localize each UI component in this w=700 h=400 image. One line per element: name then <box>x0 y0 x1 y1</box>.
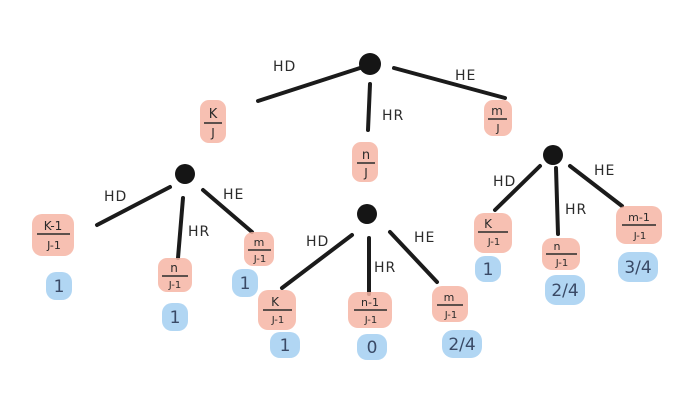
fraction-numerator: K-1 <box>44 219 63 233</box>
fraction-denominator: J <box>495 122 499 135</box>
leaf-left-hd: K-1 J-1 1 <box>32 214 74 300</box>
fraction-numerator: m <box>254 236 265 249</box>
fraction-denominator: J-1 <box>46 239 61 252</box>
fraction-numerator: n <box>554 240 561 253</box>
leaf-value: 1 <box>240 274 251 294</box>
center-edge-label-hr: HR <box>374 260 396 276</box>
highlight-blue <box>475 256 501 282</box>
edge-center-he <box>388 230 439 284</box>
leaf-right-hr: n J-1 2/4 <box>542 238 585 305</box>
fraction-denominator: J-1 <box>487 237 501 248</box>
fraction-denominator: J <box>363 166 368 180</box>
root-fraction-hd: K J <box>200 100 226 143</box>
leaf-value: 1 <box>170 308 181 328</box>
root-node <box>359 53 381 75</box>
root-edge-label-hd: HD <box>273 59 296 75</box>
highlight-pink <box>474 213 512 253</box>
leaf-right-he: m-1 J-1 3/4 <box>616 206 662 282</box>
leaf-center-hr: n-1 J-1 0 <box>348 292 392 360</box>
edge-right-he <box>568 164 624 208</box>
leaf-left-hr: n J-1 1 <box>158 258 192 331</box>
fraction-denominator: J-1 <box>444 310 458 321</box>
fraction-denominator: J-1 <box>364 315 378 326</box>
highlight-blue <box>545 275 585 305</box>
fraction-denominator: J-1 <box>168 280 182 291</box>
fraction-numerator: K <box>484 217 493 231</box>
fraction-denominator: J-1 <box>271 315 285 326</box>
left-edge-label-he: HE <box>223 187 244 203</box>
edge-right-hr <box>554 166 560 236</box>
fraction-numerator: m-1 <box>628 211 650 224</box>
left-subtree: HD HR HE K-1 J-1 1 n J-1 1 m J-1 1 <box>32 164 274 331</box>
leaf-value: 0 <box>367 338 378 358</box>
root-edge-label-hr: HR <box>382 108 404 124</box>
highlight-pink <box>32 214 74 256</box>
highlight-blue <box>618 252 658 282</box>
right-subtree: HD HR HE K J-1 1 n J-1 2/4 m-1 J-1 <box>474 145 662 305</box>
edge-root-he <box>392 66 507 100</box>
root-edge-label-he: HE <box>455 68 476 84</box>
center-subtree: HD HR HE K J-1 1 n-1 J-1 0 m J-1 2 <box>258 204 482 360</box>
right-edge-label-he: HE <box>594 163 615 179</box>
leaf-value: 3/4 <box>624 258 651 278</box>
root-fraction-he: m J <box>484 100 512 136</box>
highlight-blue <box>46 272 72 300</box>
leaf-value: 1 <box>280 336 291 356</box>
root-node-group: HD HR HE K J n J m J <box>200 53 512 182</box>
highlight-blue <box>442 330 482 358</box>
center-edge-label-he: HE <box>414 230 435 246</box>
fraction-denominator: J-1 <box>555 258 569 269</box>
leaf-center-hd: K J-1 1 <box>258 290 300 358</box>
edge-right-hd <box>493 164 542 212</box>
highlight-blue <box>232 269 258 297</box>
left-edge-label-hr: HR <box>188 224 210 240</box>
right-node <box>543 145 563 165</box>
highlight-pink <box>484 100 512 136</box>
edge-center-hd <box>280 233 354 290</box>
highlight-pink <box>244 232 274 266</box>
leaf-value: 1 <box>54 277 65 297</box>
center-edge-label-hd: HD <box>306 234 329 250</box>
highlight-pink <box>200 100 226 143</box>
root-fraction-hr: n J <box>352 142 378 182</box>
fraction-numerator: n <box>170 261 178 275</box>
fraction-numerator: m <box>444 291 455 304</box>
highlight-blue <box>357 334 387 360</box>
left-node <box>175 164 195 184</box>
leaf-right-hd: K J-1 1 <box>474 213 512 282</box>
fraction-numerator: K <box>209 107 218 122</box>
edge-left-hd <box>95 185 172 227</box>
leaf-value: 2/4 <box>551 281 578 301</box>
leaf-left-he: m J-1 1 <box>232 232 274 297</box>
highlight-pink <box>352 142 378 182</box>
fraction-numerator: m <box>491 104 503 118</box>
highlight-pink <box>158 258 192 292</box>
fraction-numerator: n-1 <box>361 296 379 309</box>
highlight-blue <box>162 303 188 331</box>
leaf-value: 1 <box>483 260 494 280</box>
edge-root-hr <box>366 82 372 132</box>
edge-left-he <box>201 188 254 234</box>
fraction-denominator: J <box>210 126 215 140</box>
left-edge-label-hd: HD <box>104 189 127 205</box>
fraction-denominator: J-1 <box>253 254 267 265</box>
fraction-numerator: n <box>362 148 370 163</box>
edge-root-hd <box>256 66 362 103</box>
leaf-center-he: m J-1 2/4 <box>432 286 482 358</box>
right-edge-label-hr: HR <box>565 202 587 218</box>
highlight-blue <box>270 332 300 358</box>
center-node <box>357 204 377 224</box>
fraction-denominator: J-1 <box>633 231 647 242</box>
leaf-value: 2/4 <box>448 335 475 355</box>
right-edge-label-hd: HD <box>493 174 516 190</box>
highlight-pink <box>432 286 468 322</box>
fraction-numerator: K <box>271 295 280 309</box>
edge-left-hr <box>176 196 185 260</box>
